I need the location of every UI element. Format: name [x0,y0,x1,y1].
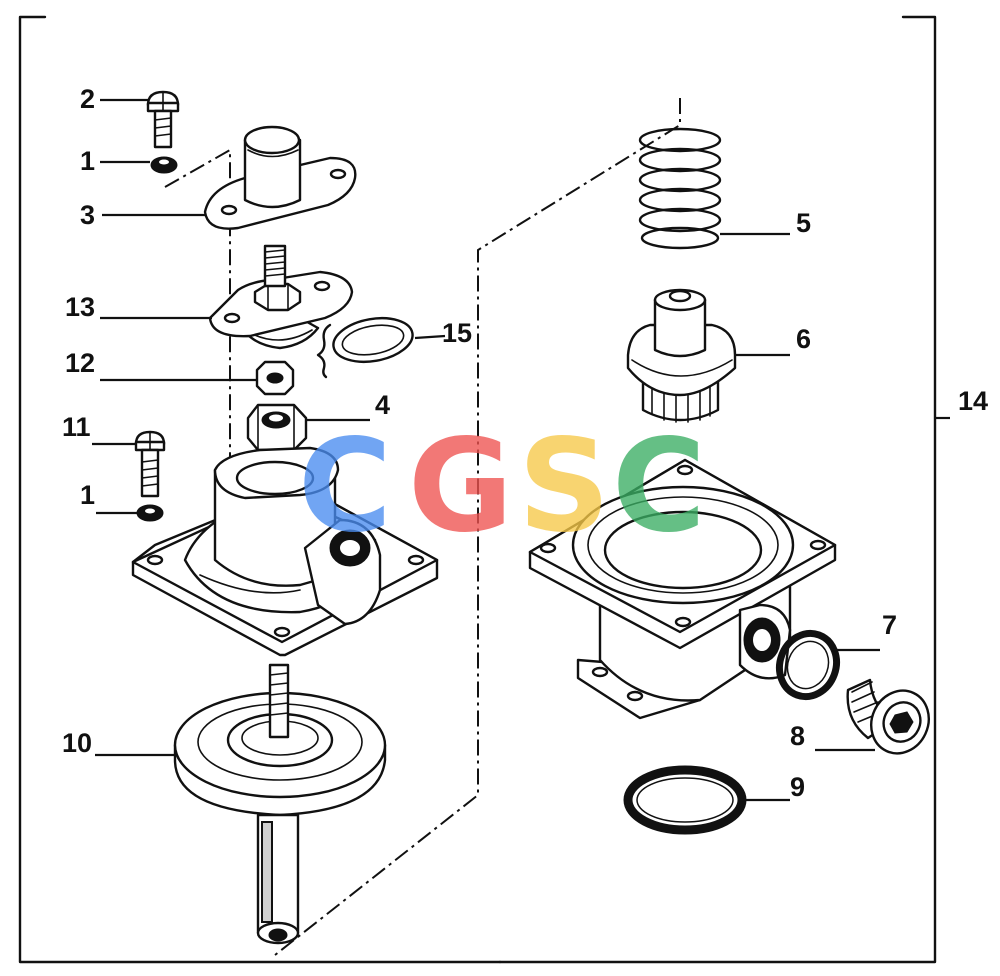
watermark-letter-g: G [408,412,513,561]
part-valve-body-14 [528,458,837,720]
callout-14: 14 [958,386,988,416]
frame-bracket [18,15,937,964]
part-ring-9 [623,765,747,835]
part-washer-1-bottom [136,504,164,522]
part-screw-2 [146,90,180,149]
callout-12: 12 [65,348,95,378]
part-upper-housing [131,446,439,657]
callout-9: 9 [790,772,805,802]
part-oring-7 [776,629,840,701]
part-washer-1-top [150,156,178,174]
part-screw-11 [134,430,166,498]
callout-13: 13 [65,292,95,322]
callout-11: 11 [62,412,91,442]
callout-labels: 2 1 3 13 15 12 4 11 1 10 5 6 14 7 8 9 [62,84,988,802]
part-diaphragm-10 [173,663,387,945]
callout-10: 10 [62,728,92,758]
callout-4: 4 [375,390,390,420]
callout-6: 6 [796,324,811,354]
callout-3: 3 [80,200,95,230]
callout-1: 1 [80,146,95,176]
part-gasket-15 [316,316,414,379]
part-nut-4 [246,403,308,452]
watermark-letter-s: S [518,412,610,561]
part-flange-stud-13 [208,244,354,350]
watermark-letter-c-2: C [612,412,706,561]
callout-5: 5 [796,208,811,238]
part-valve-6 [626,288,737,423]
part-nut-12 [255,360,295,396]
assembly-boundary-line [164,98,681,956]
watermark-letter-c: C [298,412,392,561]
part-spring-5 [638,127,722,250]
callout-2: 2 [80,84,95,114]
watermark: C G S C [298,412,706,561]
leader-lines [92,98,950,802]
callout-1-lower: 1 [80,480,95,510]
callout-8: 8 [790,721,805,751]
callout-7: 7 [882,610,897,640]
part-cap-3 [203,125,357,230]
callout-15: 15 [442,318,472,348]
part-plug-8 [846,678,930,755]
